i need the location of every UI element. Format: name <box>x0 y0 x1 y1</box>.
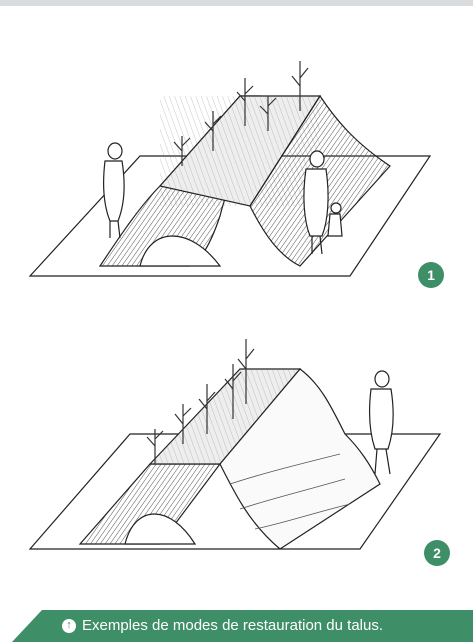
figure-number-1: 1 <box>427 267 435 283</box>
caption-text: Exemples de modes de restauration du tal… <box>82 617 383 634</box>
illustration-1 <box>0 56 473 296</box>
caption: ↑ Exemples de modes de restauration du t… <box>62 617 383 634</box>
document-page: 1 <box>0 6 473 642</box>
talus-sketch-1 <box>0 56 473 296</box>
figure-number-2: 2 <box>433 545 441 561</box>
caption-bar: ↑ Exemples de modes de restauration du t… <box>0 610 473 642</box>
illustration-2 <box>0 324 473 574</box>
arrow-up-circle-icon: ↑ <box>62 619 76 633</box>
talus-sketch-2 <box>0 324 473 574</box>
figure-number-badge-1: 1 <box>418 262 444 288</box>
figure-number-badge-2: 2 <box>424 540 450 566</box>
